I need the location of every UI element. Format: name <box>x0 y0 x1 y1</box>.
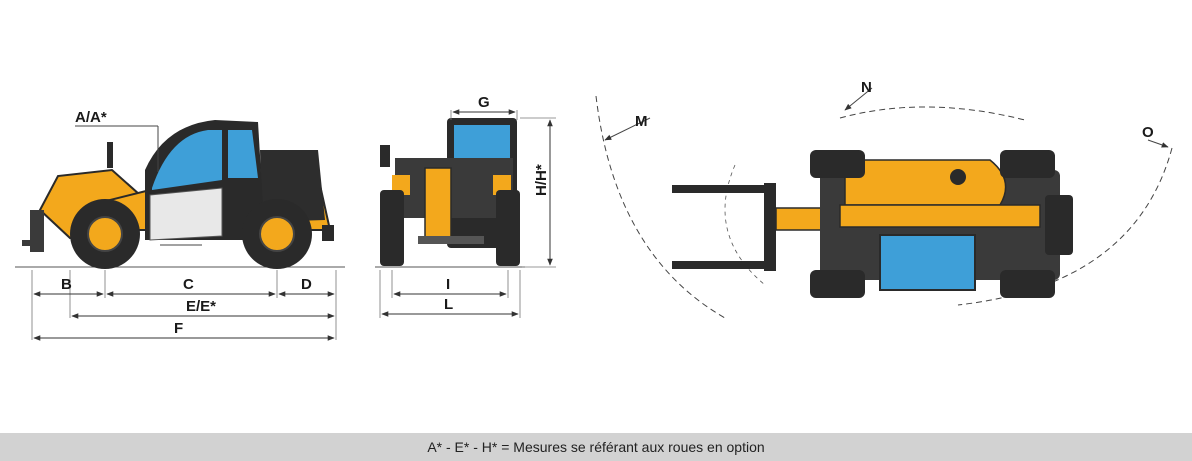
label-b: B <box>61 276 72 293</box>
top-engine-hood <box>844 159 1007 206</box>
top-wheel-front-right <box>810 270 865 298</box>
top-wheel-rear-left <box>1000 150 1055 178</box>
label-d: D <box>301 276 312 293</box>
footer-note-text: A* - E* - H* = Mesures se référant aux r… <box>427 439 765 455</box>
label-i: I <box>446 276 450 293</box>
top-cab-roof <box>879 234 976 291</box>
label-e: E/E* <box>186 298 216 315</box>
front-boom <box>424 167 452 239</box>
label-l: L <box>444 296 453 313</box>
footer-note: A* - E* - H* = Mesures se référant aux r… <box>0 433 1192 461</box>
leader-n <box>844 87 873 111</box>
leader-o <box>1147 139 1169 148</box>
label-m: M <box>635 113 648 130</box>
label-o: O <box>1142 124 1154 141</box>
side-counterweight <box>322 225 334 241</box>
side-cab-window <box>152 130 222 190</box>
front-mirror <box>380 145 390 167</box>
front-view: G H/H* I L <box>375 94 556 318</box>
label-n: N <box>861 79 872 96</box>
top-wheel-front-left <box>810 150 865 178</box>
top-fork-carriage <box>764 183 776 271</box>
side-fork <box>22 240 44 246</box>
top-view: M N O <box>595 79 1173 319</box>
label-c: C <box>183 276 194 293</box>
side-cab-door <box>149 187 223 241</box>
side-view: A/A* B C D E/E* F <box>15 109 345 341</box>
front-fork <box>418 236 484 244</box>
side-rear-hub <box>259 216 295 252</box>
top-fork-lower <box>672 261 772 269</box>
telehandler-drawing: A/A* B C D E/E* F <box>15 79 1173 341</box>
side-cab-rear-window <box>228 130 258 178</box>
arc-m <box>595 95 726 319</box>
leader-m <box>604 117 651 141</box>
top-rear-counterweight <box>1045 195 1073 255</box>
top-wheel-rear-right <box>1000 270 1055 298</box>
label-h: H/H* <box>533 164 550 196</box>
arc-inner <box>724 164 766 286</box>
label-g: G <box>478 94 490 111</box>
side-front-hub <box>87 216 123 252</box>
label-f: F <box>174 320 183 337</box>
side-mirror <box>107 142 113 168</box>
top-fork-upper <box>672 185 772 193</box>
arc-o <box>957 147 1173 306</box>
top-center-beam <box>839 204 1041 228</box>
front-wheel-left <box>380 190 404 266</box>
top-exhaust <box>950 169 966 185</box>
front-wheel-right <box>496 190 520 266</box>
arc-n <box>839 106 1026 121</box>
label-a: A/A* <box>75 109 107 126</box>
